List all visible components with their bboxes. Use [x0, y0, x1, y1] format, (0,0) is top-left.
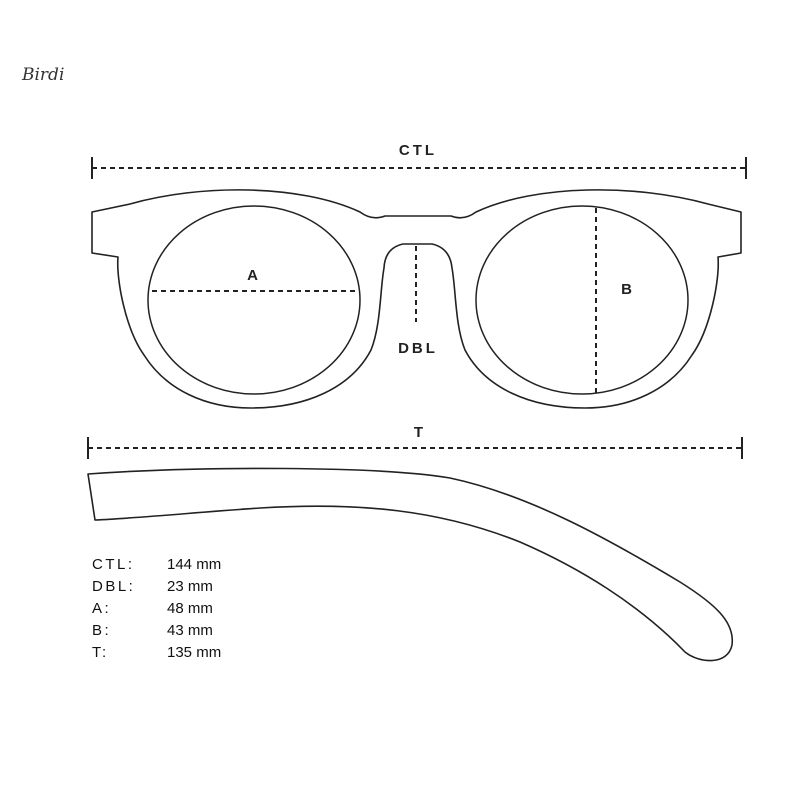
frame-outline	[91, 189, 742, 409]
t-label: T	[414, 424, 426, 441]
spec-row: DBL: 23 mm	[92, 578, 213, 595]
b-label: B	[621, 281, 635, 298]
spec-value: 43 mm	[167, 622, 213, 639]
spec-value: 48 mm	[167, 600, 213, 617]
spec-label: A:	[92, 600, 111, 617]
spec-label: DBL:	[92, 578, 135, 595]
a-label: A	[247, 267, 261, 284]
spec-value: 23 mm	[167, 578, 213, 595]
spec-label: T:	[92, 644, 109, 661]
ctl-dimension: CTL	[91, 142, 747, 179]
temple-side-view	[87, 467, 734, 662]
ctl-label: CTL	[399, 142, 437, 159]
left-lens	[147, 205, 361, 395]
spec-row: B: 43 mm	[92, 622, 213, 639]
specs-list: CTL: 144 mm DBL: 23 mm A: 48 mm B: 43 mm…	[92, 556, 221, 661]
spec-row: T: 135 mm	[92, 644, 221, 661]
model-title: Birdi	[21, 65, 64, 85]
spec-value: 135 mm	[167, 644, 221, 661]
frame-front-view: A B DBL	[91, 189, 742, 409]
t-dimension: T	[87, 424, 743, 459]
spec-row: A: 48 mm	[92, 600, 213, 617]
right-lens	[475, 205, 689, 395]
spec-label: B:	[92, 622, 111, 639]
dbl-label: DBL	[398, 340, 438, 357]
spec-label: CTL:	[92, 556, 135, 573]
spec-row: CTL: 144 mm	[92, 556, 221, 573]
spec-value: 144 mm	[167, 556, 221, 573]
